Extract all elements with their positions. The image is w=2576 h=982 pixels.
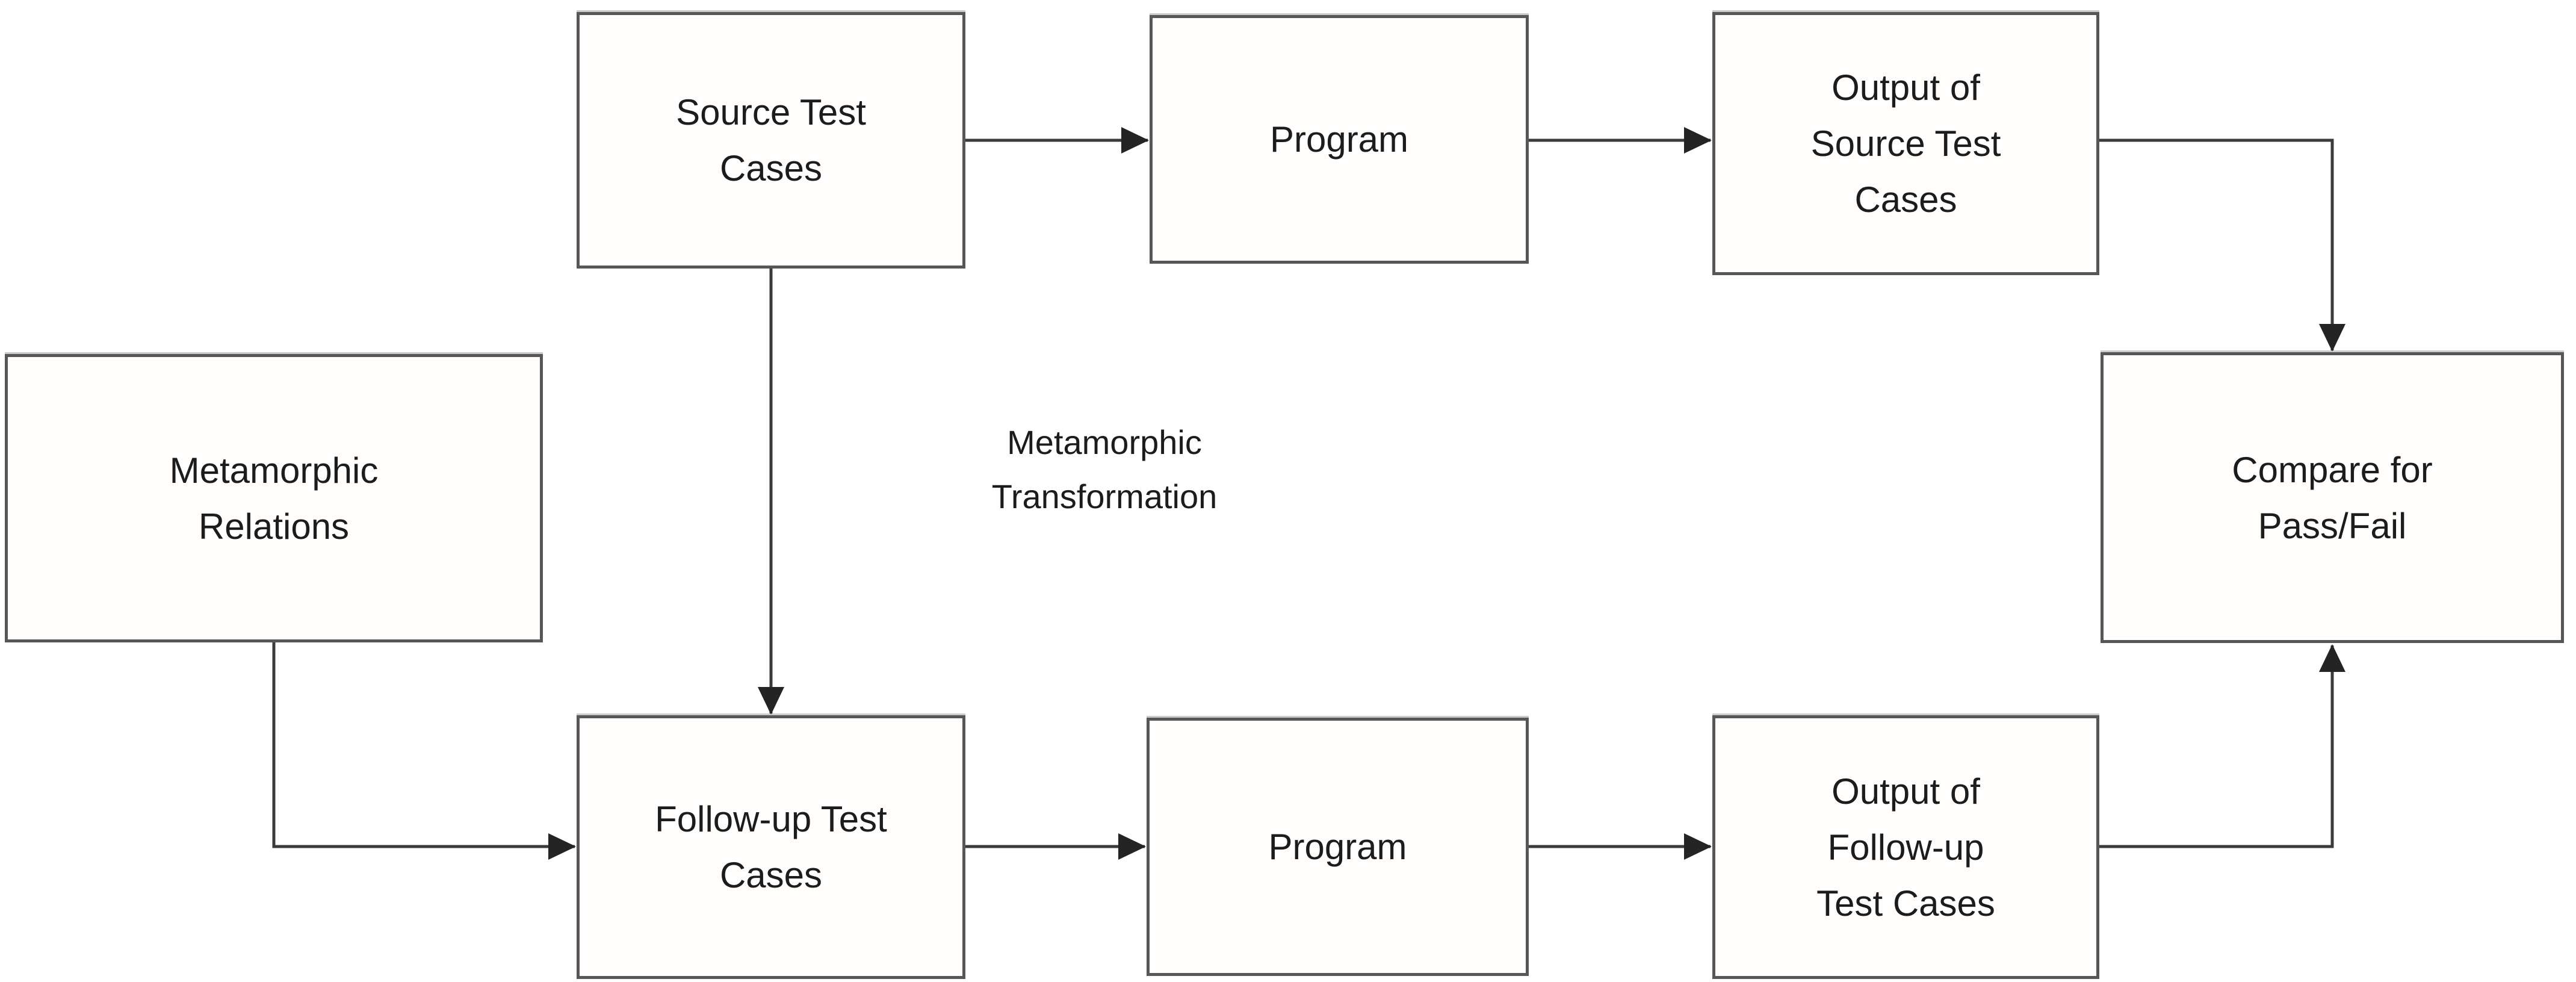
node-label-program-top: Program (1269, 119, 1409, 160)
node-label-follow-up-test-cases: Follow-up Test Cases (655, 799, 887, 895)
arrow-output-source-to-compare (2099, 138, 2345, 352)
node-label-output-of-source-test-cases: Output of Source Test Cases (1810, 67, 2001, 220)
node-label-compare-for-pass-fail: Compare for Pass/Fail (2232, 449, 2433, 546)
node-program-bottom: Program (1147, 718, 1529, 976)
node-compare-for-pass-fail: Compare for Pass/Fail (2101, 352, 2564, 643)
node-label-program-bottom: Program (1268, 827, 1407, 867)
node-metamorphic-relations: Metamorphic Relations (5, 354, 543, 642)
node-label-source-test-cases: Source Test Cases (676, 92, 866, 188)
node-program-top: Program (1150, 15, 1529, 264)
node-output-of-source-test-cases: Output of Source Test Cases (1712, 12, 2099, 275)
node-output-of-follow-up-test-cases: Output of Follow-up Test Cases (1712, 715, 2099, 979)
node-label-metamorphic-relations: Metamorphic Relations (169, 450, 379, 547)
node-label-output-of-follow-up-test-cases: Output of Follow-up Test Cases (1816, 771, 1995, 924)
node-follow-up-test-cases: Follow-up Test Cases (577, 715, 965, 979)
arrow-metamorphic-relations-to-follow-up (272, 642, 576, 860)
node-source-test-cases: Source Test Cases (577, 12, 965, 269)
edge-label-metamorphic-transformation: Metamorphic Transformation (991, 423, 1218, 515)
arrow-output-follow-up-to-compare (2099, 644, 2345, 848)
